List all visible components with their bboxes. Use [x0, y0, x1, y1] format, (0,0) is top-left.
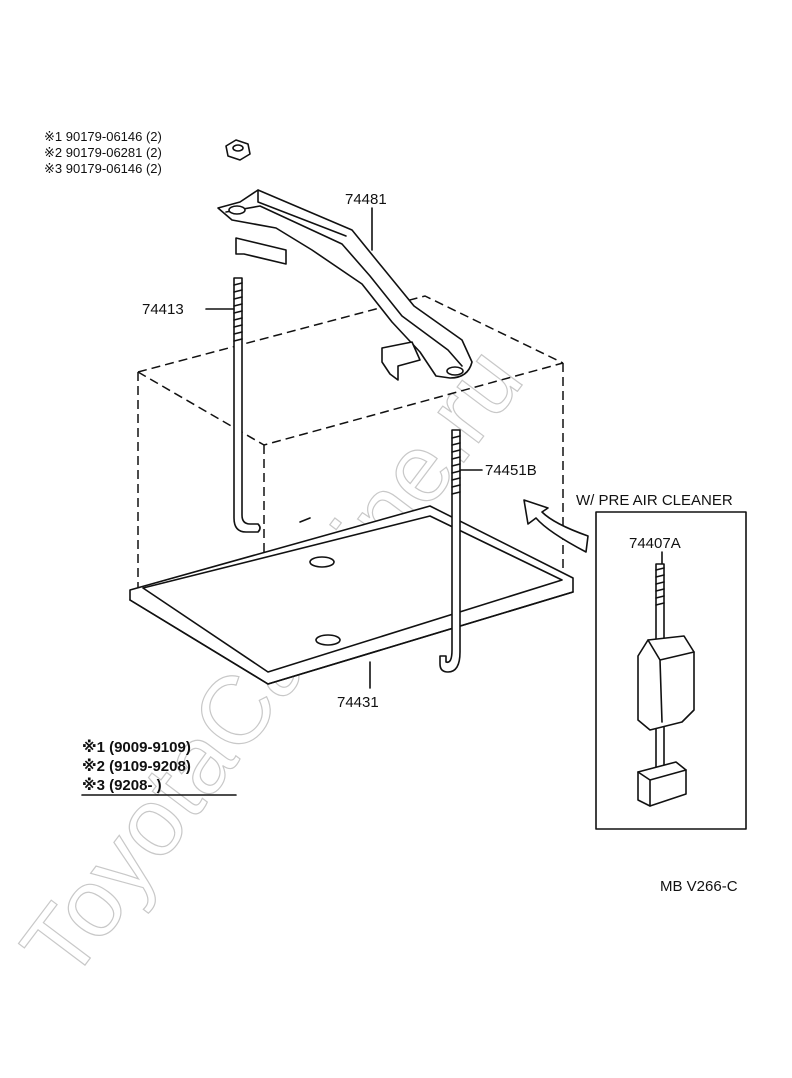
- callout-74451b: 74451B: [485, 462, 537, 479]
- legend-row-3: ※3 (9208- ): [82, 776, 162, 794]
- callout-74481: 74481: [345, 191, 387, 208]
- legend-row-1: ※1 (9009-9109): [82, 738, 191, 756]
- rod-74451b: [439, 429, 461, 673]
- battery-clamp-74481: [217, 189, 473, 381]
- legend: ※1 (9009-9109) ※2 (9109-9208) ※3 (9208- …: [81, 738, 237, 796]
- nut-icon: [225, 139, 251, 161]
- diagram-code: MB V266-C: [660, 878, 738, 895]
- callout-74407a: 74407A: [629, 535, 681, 552]
- legend-row-2: ※2 (9109-9208): [82, 757, 191, 775]
- curved-arrow-icon: [523, 499, 589, 553]
- inset-part-74407a: [637, 563, 695, 807]
- nut-note-3: ※3 90179-06146 (2): [44, 161, 162, 176]
- inset-frame: [595, 511, 747, 830]
- callout-74431: 74431: [337, 694, 379, 711]
- nut-note-1: ※1 90179-06146 (2): [44, 129, 162, 144]
- nut-notes: ※1 90179-06146 (2) ※2 90179-06281 (2) ※3…: [44, 129, 162, 176]
- battery-tray: [129, 505, 574, 685]
- nut-note-2: ※2 90179-06281 (2): [44, 145, 162, 160]
- inset-title: W/ PRE AIR CLEANER: [576, 492, 733, 509]
- rod-74413: [233, 277, 261, 533]
- callout-74413: 74413: [142, 301, 184, 318]
